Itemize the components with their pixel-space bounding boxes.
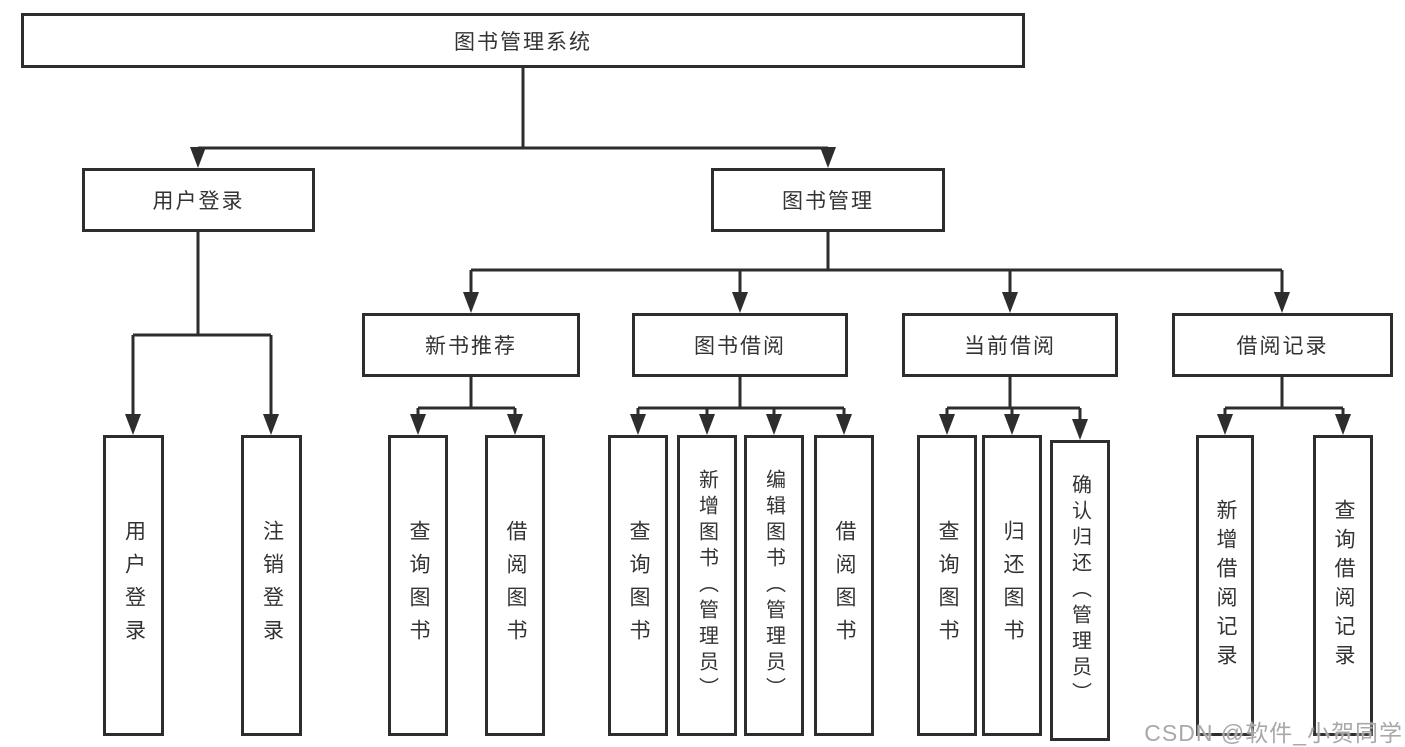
leaf-return-books-label: 归还图书 xyxy=(1001,519,1024,652)
leaf-user-login: 用户登录 xyxy=(103,435,164,736)
leaf-query-books-borrowing: 查询图书 xyxy=(608,435,668,736)
leaf-edit-books-admin-label: 编辑图书（管理员） xyxy=(762,468,785,703)
node-user-login-label: 用户登录 xyxy=(152,190,245,213)
node-current-borrowing-label: 当前借阅 xyxy=(964,335,1056,358)
arrowheads xyxy=(125,147,1351,440)
leaf-add-borrow-record: 新增借阅记录 xyxy=(1196,435,1254,736)
leaf-query-borrow-record: 查询借阅记录 xyxy=(1313,435,1373,736)
node-book-borrowing-label: 图书借阅 xyxy=(694,335,786,358)
leaf-query-books-current: 查询图书 xyxy=(917,435,977,736)
node-book-borrowing: 图书借阅 xyxy=(632,313,848,377)
node-new-book-recommend: 新书推荐 xyxy=(362,313,580,377)
leaf-confirm-return-admin: 确认归还（管理员） xyxy=(1050,440,1110,741)
leaf-return-books: 归还图书 xyxy=(982,435,1042,736)
node-root-library-system: 图书管理系统 xyxy=(21,13,1025,68)
leaf-query-books-current-label: 查询图书 xyxy=(936,519,959,652)
node-user-login: 用户登录 xyxy=(82,168,315,232)
leaf-query-books-borrowing-label: 查询图书 xyxy=(627,519,650,652)
leaf-add-books-admin: 新增图书（管理员） xyxy=(677,435,737,736)
leaf-logout-label: 注销登录 xyxy=(260,519,284,652)
leaf-confirm-return-admin-label: 确认归还（管理员） xyxy=(1068,473,1091,708)
node-book-management: 图书管理 xyxy=(711,168,945,232)
node-current-borrowing: 当前借阅 xyxy=(902,313,1118,377)
leaf-borrow-books-label: 借阅图书 xyxy=(833,519,856,652)
leaf-borrow-books: 借阅图书 xyxy=(814,435,874,736)
connector-lines xyxy=(131,68,1345,422)
leaf-query-books-recommend: 查询图书 xyxy=(388,435,448,736)
node-new-book-recommend-label: 新书推荐 xyxy=(425,335,517,358)
leaf-add-books-admin-label: 新增图书（管理员） xyxy=(695,468,718,703)
leaf-user-login-label: 用户登录 xyxy=(122,519,146,652)
leaf-add-borrow-record-label: 新增借阅记录 xyxy=(1214,498,1237,673)
node-borrow-records: 借阅记录 xyxy=(1172,313,1393,377)
node-borrow-records-label: 借阅记录 xyxy=(1236,335,1329,358)
leaf-logout: 注销登录 xyxy=(241,435,302,736)
leaf-borrow-books-recommend-label: 借阅图书 xyxy=(504,519,527,652)
node-root-label: 图书管理系统 xyxy=(454,30,592,54)
node-book-management-label: 图书管理 xyxy=(782,190,874,213)
leaf-query-books-recommend-label: 查询图书 xyxy=(407,519,430,652)
leaf-query-borrow-record-label: 查询借阅记录 xyxy=(1332,498,1355,673)
leaf-borrow-books-recommend: 借阅图书 xyxy=(485,435,545,736)
csdn-watermark: CSDN @软件_小贺同学 xyxy=(1144,720,1403,746)
leaf-edit-books-admin: 编辑图书（管理员） xyxy=(744,435,804,736)
